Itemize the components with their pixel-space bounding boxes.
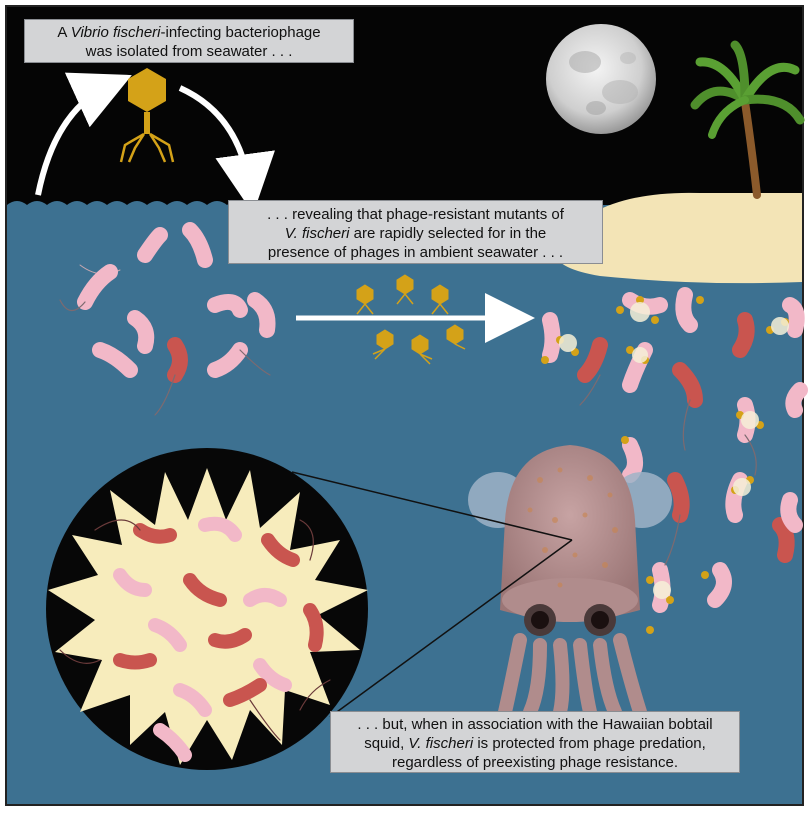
- caption-protection: . . . but, when in association with the …: [330, 711, 740, 773]
- caption-isolation-species: Vibrio fischeri: [71, 24, 161, 41]
- caption-protection-prefix: squid,: [364, 735, 408, 752]
- caption-resistance: . . . revealing that phage-resistant mut…: [228, 200, 603, 264]
- caption-resistance-line1: . . . revealing that phage-resistant mut…: [267, 206, 564, 223]
- caption-isolation-prefix: A: [57, 24, 70, 41]
- caption-protection-species: V. fischeri: [408, 735, 473, 752]
- caption-isolation-line2: was isolated from seawater . . .: [86, 43, 293, 60]
- moon-icon: [546, 24, 656, 134]
- caption-resistance-line2: are rapidly selected for in the: [349, 225, 546, 242]
- caption-isolation-line1: -infecting bacteriophage: [161, 24, 321, 41]
- caption-protection-line2: is protected from phage predation,: [473, 735, 706, 752]
- caption-resistance-species: V. fischeri: [285, 225, 350, 242]
- caption-protection-line1: . . . but, when in association with the …: [357, 716, 712, 733]
- caption-resistance-line3: presence of phages in ambient seawater .…: [268, 244, 563, 261]
- caption-isolation: A Vibrio fischeri-infecting bacteriophag…: [24, 19, 354, 63]
- caption-protection-line3: regardless of preexisting phage resistan…: [392, 754, 678, 771]
- light-organ-icon: [46, 448, 368, 770]
